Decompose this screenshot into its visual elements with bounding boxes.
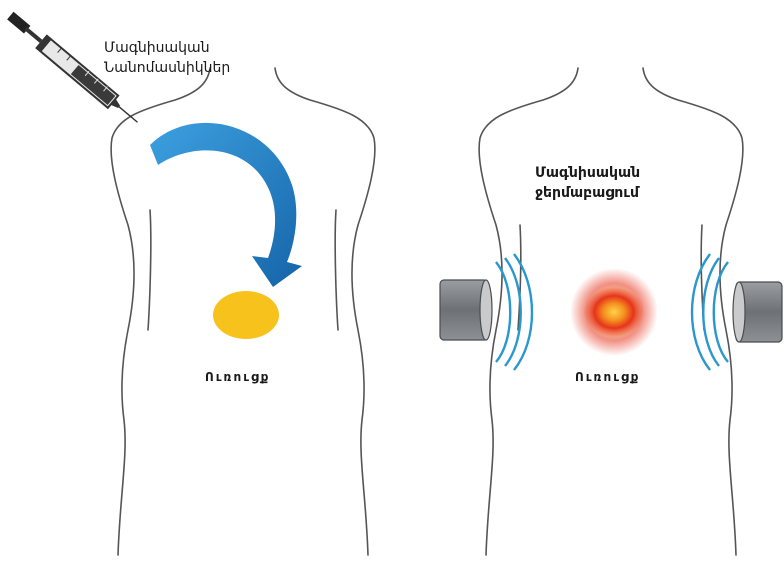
nanoparticles-label: Մագնիսական Նանոմասնիկներ — [104, 38, 230, 78]
hyperthermia-label-line2: ջերմաբացում — [535, 183, 640, 203]
tumor-right-heated — [570, 268, 658, 356]
nanoparticles-label-line1: Մագնիսական — [104, 38, 230, 58]
nanoparticles-label-line2: Նանոմասնիկներ — [104, 58, 230, 78]
hyperthermia-label-line1: Մագնիսական — [535, 163, 640, 183]
tumor-left — [213, 291, 279, 339]
magnet-icon — [733, 282, 782, 342]
hyperthermia-label: Մագնիսական ջերմաբացում — [535, 163, 640, 203]
tumor-label-right: Ուռուցք — [575, 370, 640, 384]
curved-arrow-icon — [150, 123, 302, 287]
tumor-label-left: Ուռուցք — [205, 370, 270, 384]
magnet-icon — [440, 280, 492, 340]
magnetic-field-waves-left — [496, 254, 532, 370]
